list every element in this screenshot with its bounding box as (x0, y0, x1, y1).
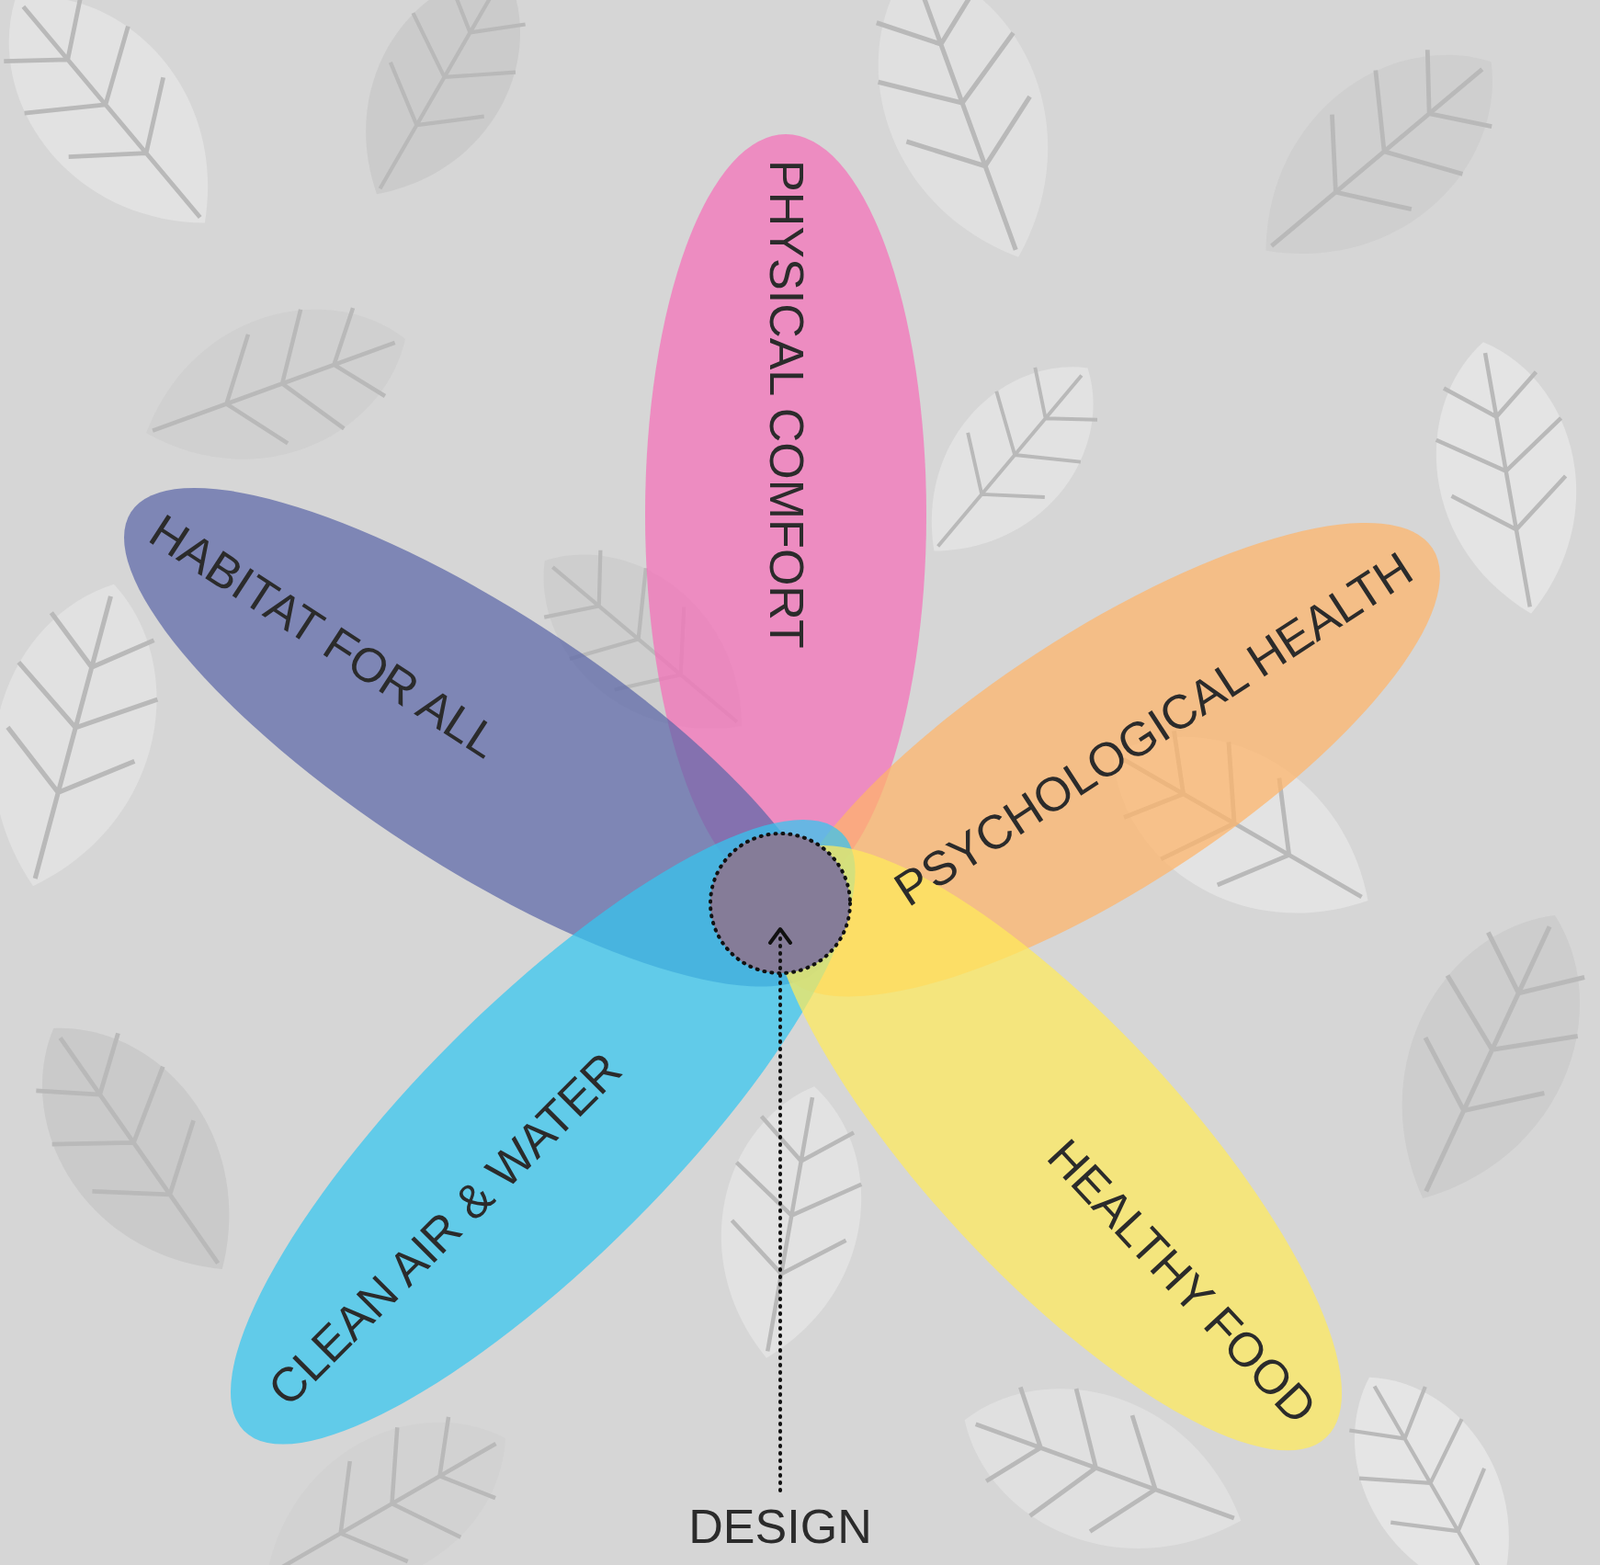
petal-label: HABITAT FOR ALL (139, 503, 509, 770)
petal: HABITAT FOR ALL (124, 487, 831, 988)
petal: HEALTHY FOOD (770, 845, 1342, 1451)
leaf (0, 986, 283, 1311)
design-label: DESIGN (688, 1499, 872, 1555)
petal-ellipse (692, 771, 1419, 1525)
petal: PHYSICAL COMFORT (645, 134, 927, 896)
leaf (123, 274, 430, 498)
dotted-arrow (778, 931, 783, 1491)
petal-ellipse (153, 742, 932, 1521)
petal: PSYCHOLOGICAL HEALTH (774, 522, 1441, 997)
petal-label: CLEAN AIR & WATER (258, 1042, 634, 1418)
leaf (1218, 5, 1538, 307)
petal-ellipse (61, 404, 895, 1069)
petal-text-holder: HABITAT FOR ALL (139, 503, 509, 770)
petal-label: PSYCHOLOGICAL HEALTH (885, 542, 1423, 919)
leaf (321, 0, 561, 227)
leaf (1352, 882, 1600, 1231)
petal-text-holder: PHYSICAL COMFORT (758, 159, 814, 649)
arrow-head (770, 929, 791, 943)
petal: CLEAN AIR & WATER (230, 819, 856, 1445)
leaf (1416, 329, 1600, 625)
petal-text-holder: PSYCHOLOGICAL HEALTH (885, 542, 1423, 919)
petal-label: PHYSICAL COMFORT (758, 159, 814, 649)
petal-text-holder: CLEAN AIR & WATER (258, 1042, 634, 1418)
petal-label: HEALTHY FOOD (1035, 1129, 1327, 1436)
petal-text-holder: HEALTHY FOOD (1035, 1129, 1327, 1436)
leaf (0, 0, 261, 271)
leaf (1314, 1345, 1554, 1565)
